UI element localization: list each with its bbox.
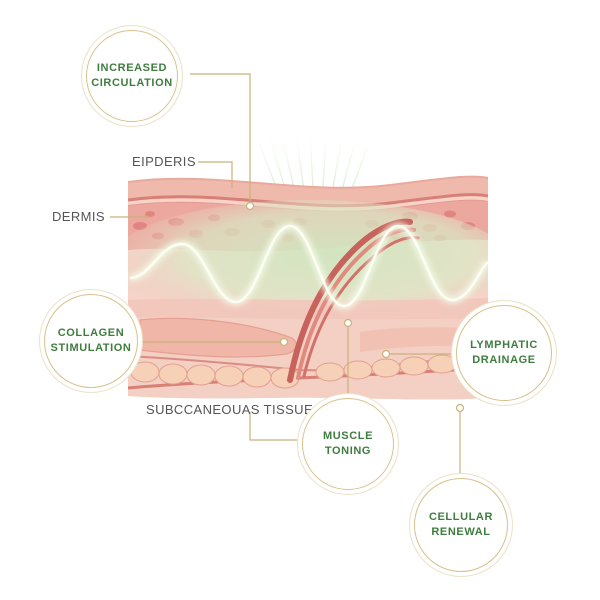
callout-increased-circulation: INCREASED CIRCULATION bbox=[86, 30, 178, 122]
dermis-label: DERMIS bbox=[52, 209, 105, 224]
epidermis-layer bbox=[128, 176, 488, 206]
fat-cells bbox=[130, 352, 485, 389]
subcutaneous-label: SUBCCANEOUAS TISSUE bbox=[146, 402, 314, 417]
leader-dots bbox=[245, 201, 465, 413]
skin-block bbox=[128, 176, 488, 400]
callout-cellular-renewal: CELLULAR RENEWAL bbox=[414, 478, 508, 572]
callout-collagen-stimulation: COLLAGEN STIMULATION bbox=[44, 294, 138, 388]
epidermis-label: EIPDERIS bbox=[132, 154, 196, 169]
leader-lines bbox=[110, 73, 461, 476]
callout-muscle-toning: MUSCLE TONING bbox=[302, 398, 394, 490]
callout-lymphatic-drainage: LYMPHATIC DRAINAGE bbox=[456, 305, 552, 401]
